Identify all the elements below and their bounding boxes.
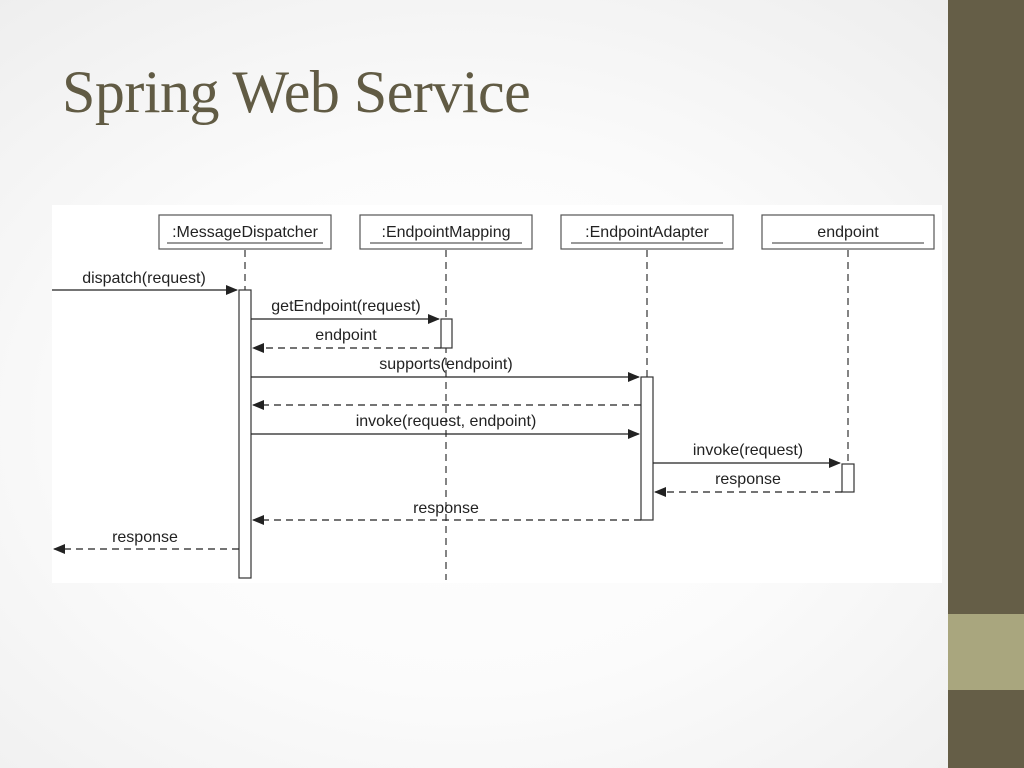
object-label: :EndpointAdapter bbox=[585, 224, 709, 241]
message-response-adapter: response bbox=[252, 500, 641, 525]
object-label: :MessageDispatcher bbox=[172, 224, 319, 241]
activation-endpoint-mapping bbox=[440, 318, 453, 349]
object-endpoint: endpoint bbox=[761, 214, 935, 250]
message-label: dispatch(request) bbox=[82, 270, 206, 287]
message-supports-endpoint: supports(endpoint) bbox=[251, 356, 640, 382]
object-endpoint-mapping: :EndpointMapping bbox=[359, 214, 533, 250]
message-label: invoke(request, endpoint) bbox=[356, 413, 537, 430]
message-label: getEndpoint(request) bbox=[271, 298, 420, 315]
message-get-endpoint: getEndpoint(request) bbox=[251, 298, 440, 324]
activation-endpoint bbox=[841, 463, 855, 493]
object-label: :EndpointMapping bbox=[382, 224, 511, 241]
message-label: response bbox=[112, 529, 178, 546]
message-response-endpoint: response bbox=[654, 471, 842, 497]
slide-title: Spring Web Service bbox=[62, 59, 531, 125]
message-label: endpoint bbox=[315, 327, 377, 344]
object-label: endpoint bbox=[817, 224, 879, 241]
message-dispatch-request: dispatch(request) bbox=[52, 270, 238, 295]
object-endpoint-adapter: :EndpointAdapter bbox=[560, 214, 734, 250]
message-invoke-request-endpoint: invoke(request, endpoint) bbox=[251, 413, 640, 439]
message-response-dispatcher: response bbox=[53, 529, 239, 554]
message-return-endpoint: endpoint bbox=[252, 327, 441, 353]
message-label: supports(endpoint) bbox=[379, 356, 512, 373]
activation-endpoint-adapter bbox=[640, 376, 654, 521]
object-message-dispatcher: :MessageDispatcher bbox=[158, 214, 332, 250]
activation-message-dispatcher bbox=[238, 289, 252, 579]
message-invoke-request: invoke(request) bbox=[653, 442, 841, 468]
message-label: invoke(request) bbox=[693, 442, 803, 459]
sidebar-accent-block bbox=[948, 614, 1024, 690]
message-label: response bbox=[413, 500, 479, 517]
message-label: response bbox=[715, 471, 781, 488]
